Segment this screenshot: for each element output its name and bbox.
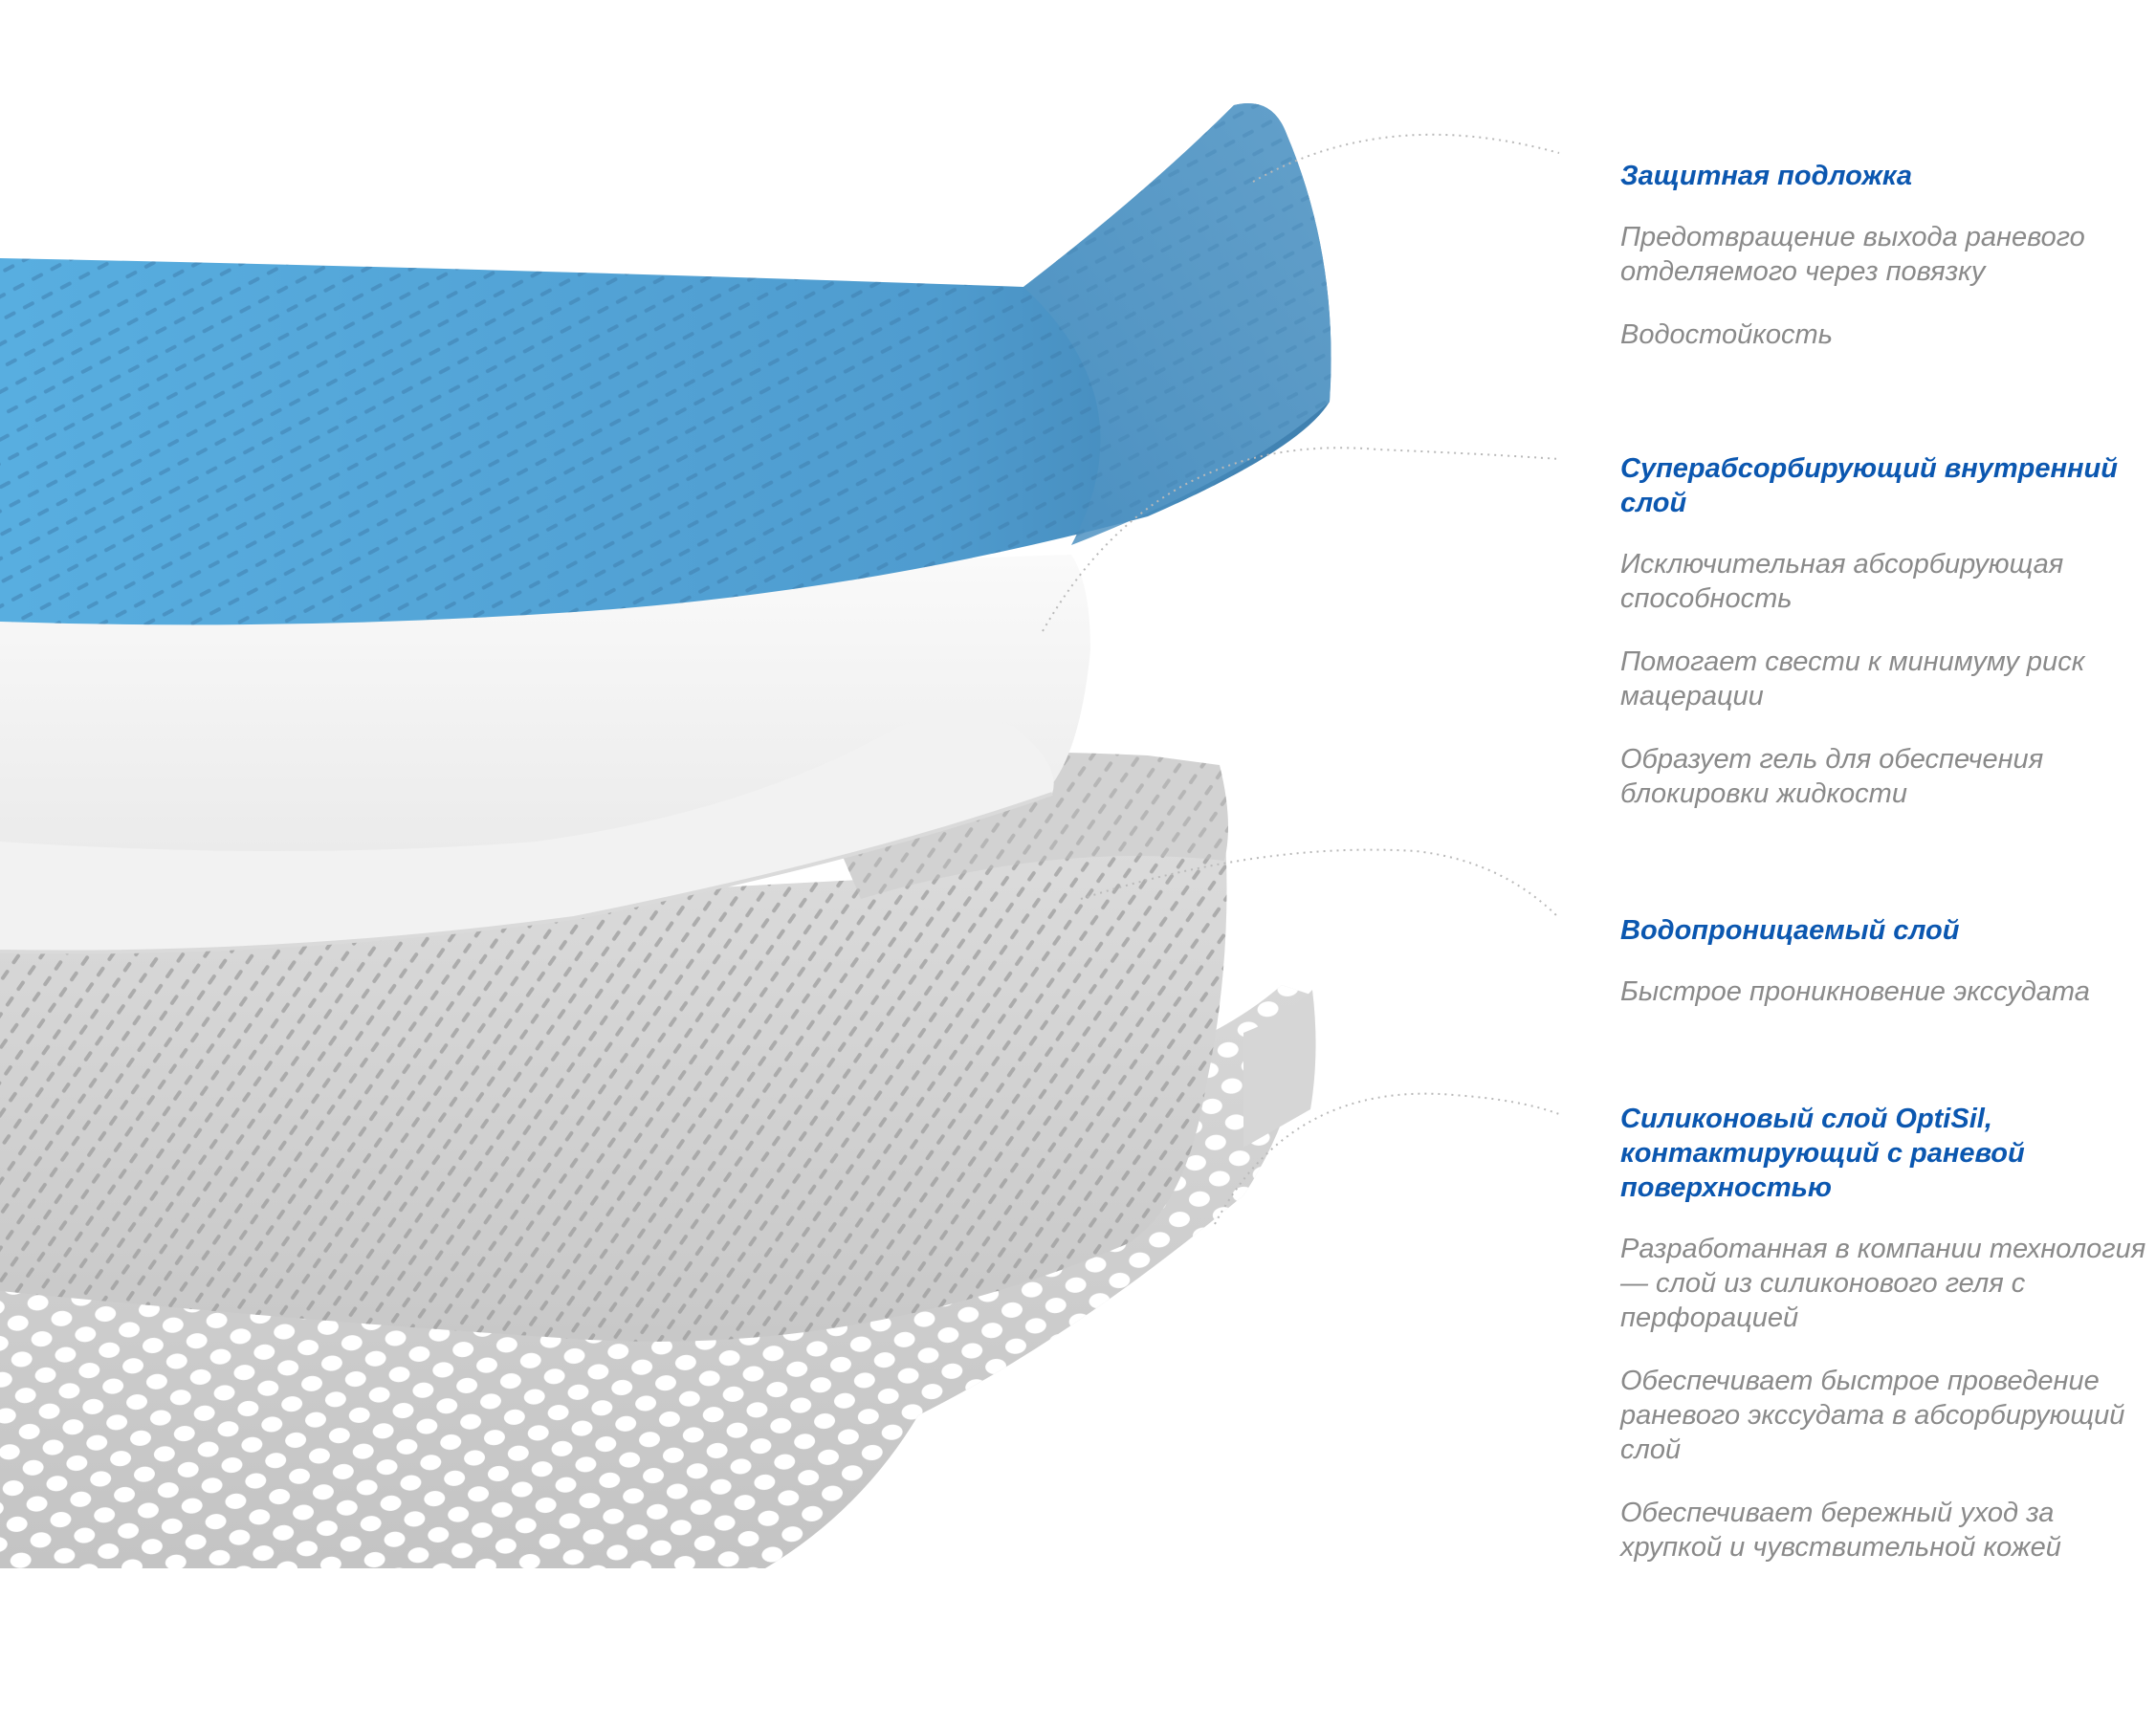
callout-title: Суперабсорбирующий внутренний слой: [1620, 453, 2118, 518]
absorbent-pad-shape: [0, 555, 1090, 954]
callout-text: Исключительная абсорбирующая способность: [1620, 549, 2064, 614]
callout-text: Образует гель для обеспечения блокировки…: [1620, 744, 2044, 809]
callout-permeable-layer: Водопроницаемый слой Быстрое проникновен…: [1620, 913, 2151, 1038]
callout-text: Водостойкость: [1620, 319, 1833, 350]
protective-backing-shape: [0, 103, 1331, 625]
callout-text: Обеспечивает быстрое проведение раневого…: [1620, 1366, 2125, 1465]
callout-title: Водопроницаемый слой: [1620, 915, 1960, 946]
callout-absorbent-layer: Суперабсорбирующий внутренний слой Исклю…: [1620, 451, 2151, 840]
leader-line-permeable: [1080, 848, 1560, 919]
callout-text: Обеспечивает бережный уход за хрупкой и …: [1620, 1498, 2061, 1563]
permeable-layer-shape: [0, 752, 1228, 1342]
callout-title: Силиконовый слой OptiSil, контактирующий…: [1620, 1104, 2025, 1203]
callout-text: Быстрое проникновение экссудата: [1620, 976, 2090, 1007]
callout-text: Предотвращение выхода раневого отделяемо…: [1620, 222, 2085, 287]
callout-silicone-layer: Силиконовый слой OptiSil, контактирующий…: [1620, 1102, 2151, 1593]
callout-protective-backing: Защитная подложка Предотвращение выхода …: [1620, 159, 2151, 381]
callout-title: Защитная подложка: [1620, 161, 1913, 191]
callout-text: Разработанная в компании технология — сл…: [1620, 1234, 2146, 1333]
callout-text: Помогает свести к минимуму риск мацераци…: [1620, 646, 2085, 711]
